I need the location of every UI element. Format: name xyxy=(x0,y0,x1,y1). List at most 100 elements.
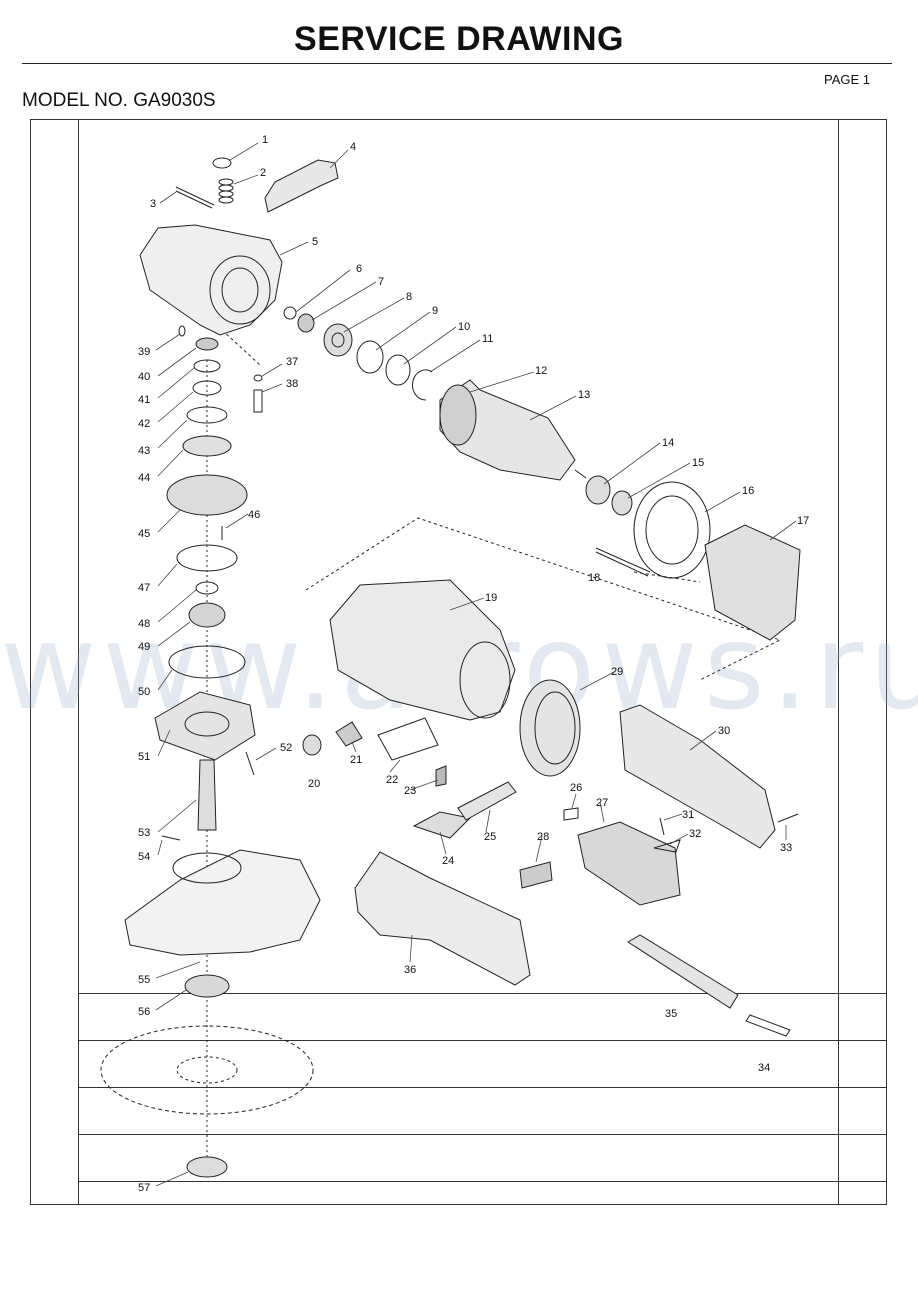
part-18-screw xyxy=(595,547,651,577)
part-39-key xyxy=(178,325,186,337)
part-label-21: 21 xyxy=(350,754,362,766)
part-label-51: 51 xyxy=(138,751,150,763)
part-44-spiral-bevel xyxy=(182,435,232,457)
guard-clamp xyxy=(172,852,242,884)
part-label-49: 49 xyxy=(138,641,150,653)
part-label-9: 9 xyxy=(432,305,438,317)
part-42-washer xyxy=(192,380,222,396)
part-label-12: 12 xyxy=(535,365,547,377)
part-52-screw xyxy=(245,751,255,776)
part-1-washer xyxy=(212,157,232,169)
part-4-cover xyxy=(264,159,339,213)
part-label-27: 27 xyxy=(596,797,608,809)
part-47-gasket xyxy=(176,544,238,572)
frame-row-line xyxy=(78,1087,887,1088)
part-53-spindle xyxy=(197,759,217,831)
part-20-brush-cap xyxy=(302,734,322,756)
part-label-3: 3 xyxy=(150,198,156,210)
page-title: SERVICE DRAWING xyxy=(294,20,624,58)
part-35-cord-guard xyxy=(627,934,739,1009)
part-43-washer xyxy=(186,406,228,424)
part-55-wheel-guard xyxy=(124,849,321,956)
part-49-bearing xyxy=(188,602,226,628)
part-label-11: 11 xyxy=(482,333,493,345)
part-label-52: 52 xyxy=(280,742,292,754)
part-label-15: 15 xyxy=(692,457,704,469)
part-40-bearing xyxy=(195,337,219,351)
part-label-56: 56 xyxy=(138,1006,150,1018)
part-label-7: 7 xyxy=(378,276,384,288)
part-38-pin xyxy=(253,389,263,413)
part-label-43: 43 xyxy=(138,445,150,457)
part-54-screw xyxy=(161,835,181,841)
part-label-16: 16 xyxy=(742,485,754,497)
part-15-bearing xyxy=(611,490,633,516)
part-label-18: 18 xyxy=(588,572,600,584)
part-label-5: 5 xyxy=(312,236,318,248)
part-label-14: 14 xyxy=(662,437,674,449)
part-label-41: 41 xyxy=(138,394,150,406)
part-41-washer xyxy=(193,359,221,373)
part-24-switch-lever xyxy=(412,811,472,839)
part-30-handle-cover xyxy=(619,704,776,849)
part-label-17: 17 xyxy=(797,515,809,527)
part-label-36: 36 xyxy=(404,964,416,976)
frame-row-line xyxy=(78,1134,887,1135)
part-label-47: 47 xyxy=(138,582,150,594)
frame-row-line xyxy=(78,993,887,994)
part-label-54: 54 xyxy=(138,851,150,863)
part-label-1: 1 xyxy=(262,134,268,146)
part-label-10: 10 xyxy=(458,321,470,333)
part-2-spring xyxy=(218,178,234,204)
part-28-strain-relief xyxy=(519,861,553,889)
part-label-19: 19 xyxy=(485,592,497,604)
part-16-baffle-plate xyxy=(633,481,711,579)
part-label-46: 46 xyxy=(248,509,260,521)
part-label-30: 30 xyxy=(718,725,730,737)
part-label-55: 55 xyxy=(138,974,150,986)
part-label-13: 13 xyxy=(578,389,590,401)
part-label-26: 26 xyxy=(570,782,582,794)
part-51-bearing-box xyxy=(154,691,256,761)
frame-column-right xyxy=(838,119,839,1205)
part-label-50: 50 xyxy=(138,686,150,698)
part-label-35: 35 xyxy=(665,1008,677,1020)
part-10-washer xyxy=(385,354,411,386)
part-label-34: 34 xyxy=(758,1062,770,1074)
part-21-carbon-brush xyxy=(335,721,363,747)
part-label-20: 20 xyxy=(308,778,320,790)
part-37-ring xyxy=(253,374,263,382)
part-label-25: 25 xyxy=(484,831,496,843)
part-22-label xyxy=(377,717,439,761)
part-48-washer xyxy=(195,581,219,595)
part-label-40: 40 xyxy=(138,371,150,383)
drawing-frame xyxy=(30,119,887,1205)
frame-row-line xyxy=(78,1181,887,1182)
part-label-57: 57 xyxy=(138,1182,150,1194)
grinding-wheel-dashed xyxy=(100,1025,314,1115)
part-3-screw xyxy=(175,186,215,209)
part-label-8: 8 xyxy=(406,291,412,303)
part-label-24: 24 xyxy=(442,855,454,867)
part-label-42: 42 xyxy=(138,418,150,430)
part-50-o-ring xyxy=(168,645,246,679)
part-25-rod xyxy=(457,781,517,821)
part-label-44: 44 xyxy=(138,472,150,484)
part-label-39: 39 xyxy=(138,346,150,358)
part-19-motor-housing xyxy=(329,579,516,721)
frame-row-line xyxy=(78,1040,887,1041)
part-56-inner-flange xyxy=(184,974,230,998)
part-27-switch xyxy=(577,821,681,906)
part-label-37: 37 xyxy=(286,356,298,368)
part-32-cord-clamp xyxy=(653,839,681,853)
part-label-53: 53 xyxy=(138,827,150,839)
assembly-dashed-outline xyxy=(633,571,701,583)
part-36-handle xyxy=(354,851,531,986)
part-label-2: 2 xyxy=(260,167,266,179)
assembly-dashed-outline xyxy=(305,517,782,681)
part-7-pinion xyxy=(297,313,315,333)
part-57-lock-nut xyxy=(186,1156,228,1178)
part-23-spring xyxy=(435,765,447,787)
header-rule xyxy=(22,63,892,64)
